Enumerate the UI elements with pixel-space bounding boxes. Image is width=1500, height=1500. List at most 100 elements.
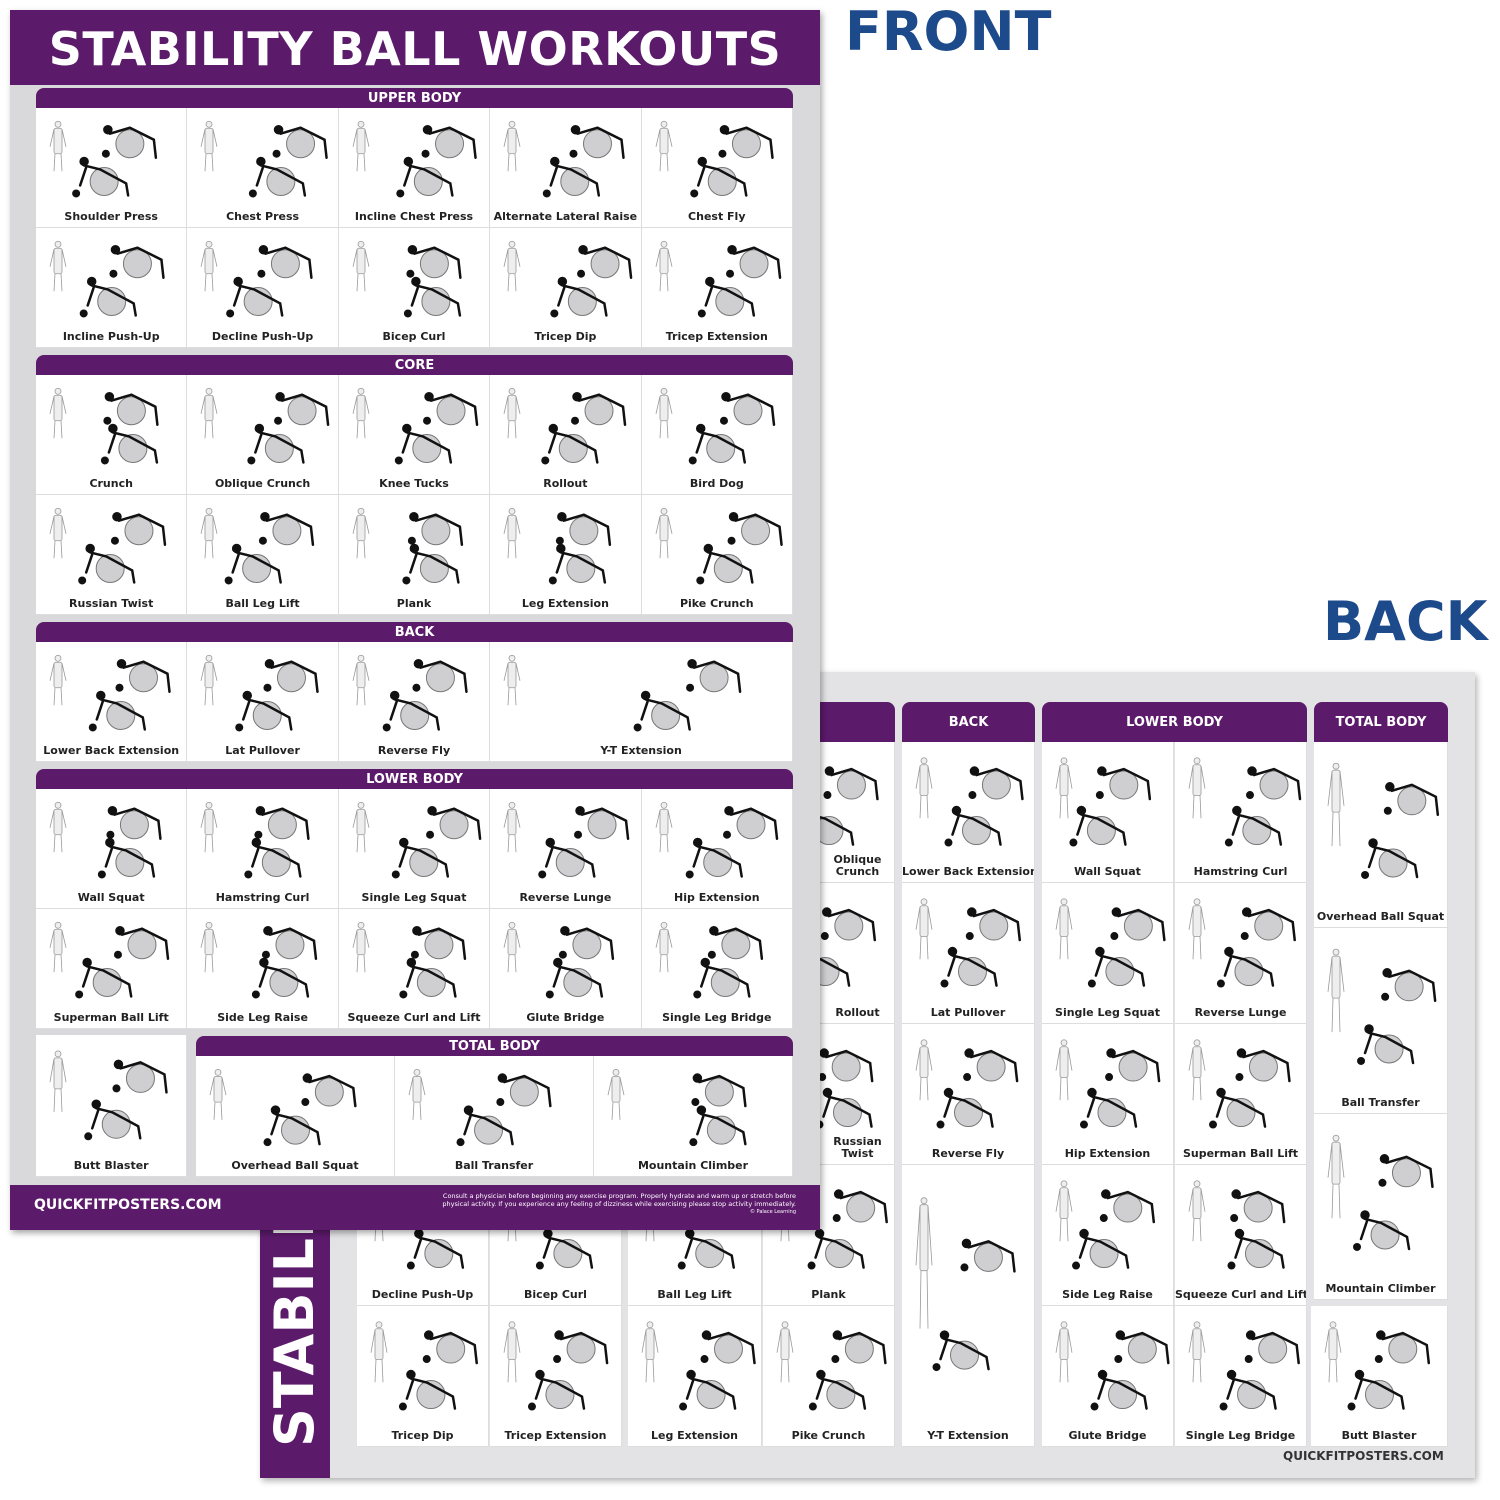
muscle-map-icon <box>49 120 67 172</box>
figure-icon <box>534 1330 609 1410</box>
exercise-card: Wall Squat <box>36 789 188 909</box>
muscle-map-icon <box>1188 1321 1206 1383</box>
exercise-name: Tricep Extension <box>504 1429 607 1442</box>
exercise-card: Tricep Extension <box>641 228 793 348</box>
exercise-name: Overhead Ball Squat <box>1316 910 1445 923</box>
ball-icon <box>1397 786 1427 816</box>
figure-icon <box>1231 1189 1286 1269</box>
ball-icon <box>127 930 157 960</box>
exercise-card: Y-T Extension <box>490 642 793 762</box>
exercise-card: Side Leg Raise <box>187 909 339 1029</box>
ball-icon <box>421 516 451 546</box>
exercise-card: Decline Push-Up <box>187 228 339 348</box>
muscle-map-icon <box>607 1068 625 1120</box>
exercise-illustration <box>370 1321 478 1411</box>
ball-icon <box>119 810 149 840</box>
copyright: © Palace Learning <box>749 1209 796 1215</box>
step-number-icon <box>391 830 434 879</box>
exercise-illustration <box>49 921 170 999</box>
figure-icon <box>398 805 482 878</box>
ball-icon <box>1254 911 1284 941</box>
figure-icon <box>951 766 1024 846</box>
exercise-card: Reverse Fly <box>902 1024 1035 1165</box>
muscle-map-icon <box>503 1321 521 1383</box>
exercise-illustration <box>352 240 462 318</box>
figure-icon <box>947 907 1022 987</box>
exercise-name: Superman Ball Lift <box>1182 1147 1299 1160</box>
exercise-illustration <box>1055 1039 1161 1129</box>
ball-icon <box>572 930 602 960</box>
muscle-map-icon <box>201 921 218 973</box>
section-header: CORE <box>36 355 793 375</box>
step-number-icon <box>545 950 568 999</box>
ball-icon <box>834 911 864 941</box>
muscle-map-icon <box>49 240 67 292</box>
step-number-icon <box>689 1098 700 1147</box>
exercise-name: Squeeze Curl and Lift <box>1175 1288 1307 1301</box>
step-number-icon <box>1090 1355 1123 1411</box>
ball-icon <box>699 663 729 693</box>
exercise-illustration <box>641 1321 756 1411</box>
figure-icon <box>1078 1189 1156 1269</box>
exercise-card: Rollout <box>490 375 642 495</box>
muscle-map-icon <box>655 240 672 292</box>
muscle-map-icon <box>655 921 672 973</box>
figure-icon <box>463 1073 552 1146</box>
exercise-name: Y-T Extension <box>600 744 682 757</box>
exercise-name: Tricep Dip <box>391 1429 454 1442</box>
exercise-name: Lat Pullover <box>930 1006 1006 1019</box>
step-number-icon <box>79 269 118 318</box>
exercise-illustration <box>209 1068 357 1147</box>
figure-icon <box>1359 1154 1434 1251</box>
ball-icon <box>277 663 307 693</box>
exercise-card: Squeeze Curl and Lift <box>338 909 491 1029</box>
exercise-card: Lower Back Extension <box>902 742 1035 883</box>
step-number-icon <box>679 1355 709 1411</box>
exercise-card: Glute Bridge <box>490 909 642 1029</box>
exercise-illustration <box>915 1197 1016 1372</box>
muscle-map-icon <box>1327 948 1345 1033</box>
exercise-name: Pike Crunch <box>791 1429 866 1442</box>
exercise-name: Ball Transfer <box>1341 1096 1420 1109</box>
exercise-card: Overhead Ball Squat <box>1314 742 1448 928</box>
front-poster: STABILITY BALL WORKOUTS QUICKFITPOSTERS.… <box>10 10 820 1230</box>
footer-site: QUICKFITPOSTERS.COM <box>34 1197 222 1213</box>
muscle-map-icon <box>201 387 218 439</box>
ball-icon <box>584 396 614 426</box>
figure-icon <box>555 511 612 584</box>
exercise-card: Side Leg Raise <box>1042 1165 1174 1306</box>
figure-icon <box>90 1059 168 1140</box>
exercise-illustration <box>503 240 633 318</box>
muscle-map-icon <box>49 654 67 706</box>
exercise-name: Side Leg Raise <box>217 1011 308 1024</box>
exercise-name: Plank <box>811 1288 846 1301</box>
figure-icon <box>939 1238 1016 1371</box>
figure-icon <box>231 511 315 584</box>
ball-icon <box>976 1052 1006 1082</box>
muscle-map-icon <box>201 654 218 706</box>
exercise-card: Single Leg Squat <box>1042 883 1174 1024</box>
exercise-illustration <box>655 921 763 999</box>
step-number-icon <box>382 683 421 732</box>
front-label: FRONT <box>845 0 1052 63</box>
poster-footer: QUICKFITPOSTERS.COM Consult a physician … <box>10 1185 820 1230</box>
exercise-name: Hip Extension <box>1064 1147 1151 1160</box>
section-header: LOWER BODY <box>1042 702 1307 742</box>
step-number-icon <box>1361 806 1392 879</box>
exercise-card: Butt Blaster <box>36 1035 188 1177</box>
exercise-illustration <box>655 507 783 585</box>
exercise-card: Pike Crunch <box>641 495 793 615</box>
muscle-map-icon <box>503 240 521 292</box>
muscle-map-icon <box>1324 1321 1342 1383</box>
muscle-map-icon <box>49 921 67 973</box>
muscle-map-icon <box>915 757 933 819</box>
ball-icon <box>268 810 298 840</box>
figure-icon <box>685 1330 756 1410</box>
step-number-icon <box>688 416 728 465</box>
figure-icon <box>1097 1330 1170 1410</box>
step-number-icon <box>689 149 727 198</box>
step-number-icon <box>542 149 578 198</box>
back-label: BACK <box>1323 590 1488 653</box>
step-number-icon <box>1209 1073 1244 1129</box>
step-number-icon <box>1087 932 1119 988</box>
